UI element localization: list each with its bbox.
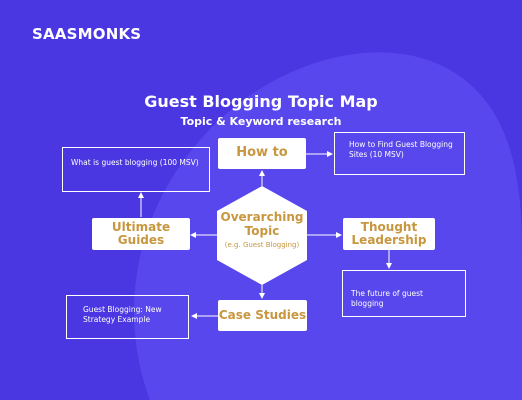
- center-topic-subtitle: (e.g. Guest Blogging): [224, 241, 300, 249]
- diagram-subtitle: Topic & Keyword research: [180, 115, 342, 128]
- node-how-to: How to: [218, 138, 306, 169]
- center-topic-title: Overarching Topic: [220, 210, 304, 238]
- diagram-title: Guest Blogging Topic Map: [144, 92, 378, 111]
- node-case-studies: Case Studies: [218, 300, 307, 331]
- hexagon-shape: [217, 186, 307, 285]
- node-ultimate-guides: Ultimate Guides: [92, 218, 190, 250]
- note-what-is-guest-blogging: What is guest blogging (100 MSV): [62, 147, 210, 192]
- note-new-strategy-example: Guest Blogging: New Strategy Example: [66, 295, 189, 339]
- saasmonks-logo: SAASMONKS: [32, 25, 142, 43]
- note-how-to-find-sites: How to Find Guest Blogging Sites (10 MSV…: [334, 132, 465, 175]
- note-future-of-guest-blogging: The future of guest blogging: [342, 270, 466, 317]
- center-topic-hexagon: Overarching Topic (e.g. Guest Blogging): [217, 186, 307, 285]
- node-thought-leadership: Thought Leadership: [343, 218, 435, 250]
